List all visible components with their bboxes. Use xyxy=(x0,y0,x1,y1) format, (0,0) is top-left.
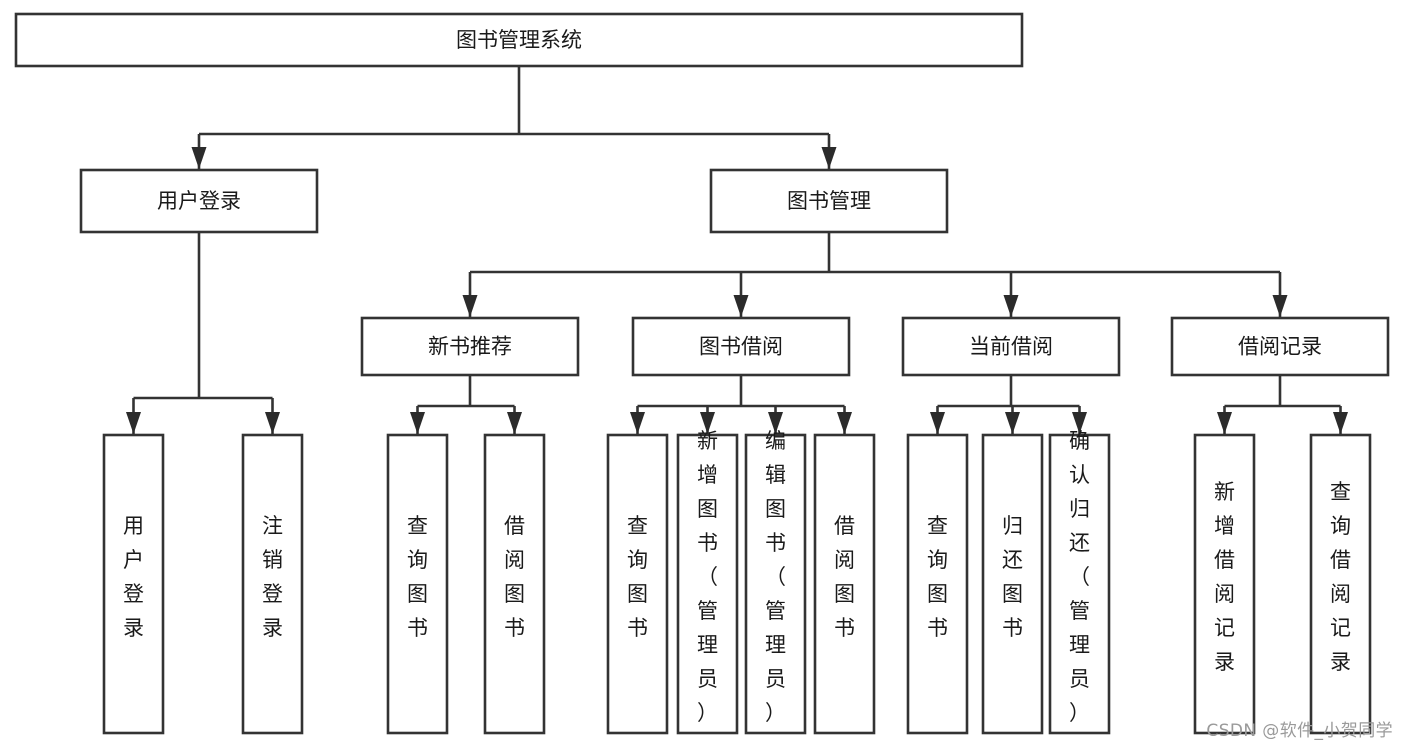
arrow-head-icon xyxy=(821,147,837,169)
node-leaf-edit-book[interactable]: 编辑图书（管理员） xyxy=(744,429,807,735)
node-leaf-query-record[interactable]: 查询借阅记录 xyxy=(1309,433,1372,735)
node-label-leaf-add-record: 新增借阅记录 xyxy=(1214,480,1235,674)
arrow-head-icon xyxy=(265,412,280,434)
node-box-leaf-return-book xyxy=(981,433,1044,735)
arrow-head-icon xyxy=(768,412,783,434)
node-box-leaf-borrow-book-1 xyxy=(483,433,546,735)
arrow-head-icon xyxy=(700,412,715,434)
node-box-leaf-query-book-2 xyxy=(606,433,669,735)
arrow-head-icon xyxy=(1005,412,1020,434)
node-label-new-book-rec: 新书推荐 xyxy=(428,335,512,359)
node-label-leaf-query-book-1: 查询图书 xyxy=(407,514,428,640)
node-label-leaf-return-book: 归还图书 xyxy=(1002,514,1023,640)
node-box-leaf-borrow-book-2 xyxy=(813,433,876,735)
node-label-book-borrow: 图书借阅 xyxy=(699,335,783,359)
node-book-manage[interactable]: 图书管理 xyxy=(709,168,949,234)
arrow-head-icon xyxy=(410,412,425,434)
node-leaf-query-book-1[interactable]: 查询图书 xyxy=(386,433,449,735)
node-leaf-add-record[interactable]: 新增借阅记录 xyxy=(1193,433,1256,735)
arrow-head-icon xyxy=(191,147,207,169)
node-leaf-confirm-return[interactable]: 确认归还（管理员） xyxy=(1048,429,1111,735)
node-box-book-borrow xyxy=(631,316,851,377)
node-box-leaf-add-book xyxy=(676,433,739,735)
node-box-current-borrow xyxy=(901,316,1121,377)
node-label-leaf-user-logout: 注销登录 xyxy=(262,514,283,640)
connector-layer xyxy=(126,66,1348,434)
node-label-leaf-confirm-return: 确认归还（管理员） xyxy=(1069,429,1090,725)
arrow-head-icon xyxy=(1272,295,1288,317)
arrow-head-icon xyxy=(930,412,945,434)
node-box-book-manage xyxy=(709,168,949,234)
node-box-leaf-edit-book xyxy=(744,433,807,735)
node-book-borrow[interactable]: 图书借阅 xyxy=(631,316,851,377)
node-leaf-user-login[interactable]: 用户登录 xyxy=(102,433,165,735)
node-box-root xyxy=(14,12,1024,68)
node-leaf-query-book-2[interactable]: 查询图书 xyxy=(606,433,669,735)
node-label-leaf-edit-book: 编辑图书（管理员） xyxy=(765,429,786,725)
node-label-leaf-borrow-book-2: 借阅图书 xyxy=(834,514,855,640)
node-label-leaf-user-login: 用户登录 xyxy=(123,514,144,640)
node-root[interactable]: 图书管理系统 xyxy=(14,12,1024,68)
node-borrow-record[interactable]: 借阅记录 xyxy=(1170,316,1390,377)
arrow-head-icon xyxy=(1217,412,1232,434)
node-box-leaf-add-record xyxy=(1193,433,1256,735)
node-leaf-query-book-3[interactable]: 查询图书 xyxy=(906,433,969,735)
node-layer: 图书管理系统用户登录图书管理新书推荐图书借阅当前借阅借阅记录用户登录注销登录查询… xyxy=(14,12,1390,735)
node-label-book-manage: 图书管理 xyxy=(787,189,871,213)
node-leaf-add-book[interactable]: 新增图书（管理员） xyxy=(676,429,739,735)
arrow-head-icon xyxy=(733,295,749,317)
node-box-borrow-record xyxy=(1170,316,1390,377)
arrow-head-icon xyxy=(837,412,852,434)
node-label-leaf-query-book-2: 查询图书 xyxy=(627,514,648,640)
node-leaf-borrow-book-1[interactable]: 借阅图书 xyxy=(483,433,546,735)
node-box-leaf-query-record xyxy=(1309,433,1372,735)
node-leaf-user-logout[interactable]: 注销登录 xyxy=(241,433,304,735)
node-label-current-borrow: 当前借阅 xyxy=(969,335,1053,359)
node-leaf-borrow-book-2[interactable]: 借阅图书 xyxy=(813,433,876,735)
node-new-book-rec[interactable]: 新书推荐 xyxy=(360,316,580,377)
node-box-leaf-query-book-1 xyxy=(386,433,449,735)
csdn-watermark: CSDN @软件_小贺同学 xyxy=(1206,721,1393,741)
node-user-login[interactable]: 用户登录 xyxy=(79,168,319,234)
node-label-leaf-query-book-3: 查询图书 xyxy=(927,514,948,640)
node-box-leaf-user-logout xyxy=(241,433,304,735)
node-box-leaf-query-book-3 xyxy=(906,433,969,735)
node-label-leaf-query-record: 查询借阅记录 xyxy=(1330,480,1351,674)
arrow-head-icon xyxy=(1333,412,1348,434)
node-box-new-book-rec xyxy=(360,316,580,377)
arrow-head-icon xyxy=(1003,295,1019,317)
node-label-leaf-borrow-book-1: 借阅图书 xyxy=(504,514,525,640)
node-label-user-login: 用户登录 xyxy=(157,189,241,213)
arrow-head-icon xyxy=(507,412,522,434)
arrow-head-icon xyxy=(462,295,478,317)
node-label-borrow-record: 借阅记录 xyxy=(1238,335,1322,359)
arrow-head-icon xyxy=(630,412,645,434)
arrow-head-icon xyxy=(126,412,141,434)
node-label-root: 图书管理系统 xyxy=(456,28,582,52)
node-leaf-return-book[interactable]: 归还图书 xyxy=(981,433,1044,735)
node-box-user-login xyxy=(79,168,319,234)
arrow-head-icon xyxy=(1072,412,1087,434)
node-box-leaf-confirm-return xyxy=(1048,433,1111,735)
node-current-borrow[interactable]: 当前借阅 xyxy=(901,316,1121,377)
node-label-leaf-add-book: 新增图书（管理员） xyxy=(697,429,718,725)
node-box-leaf-user-login xyxy=(102,433,165,735)
